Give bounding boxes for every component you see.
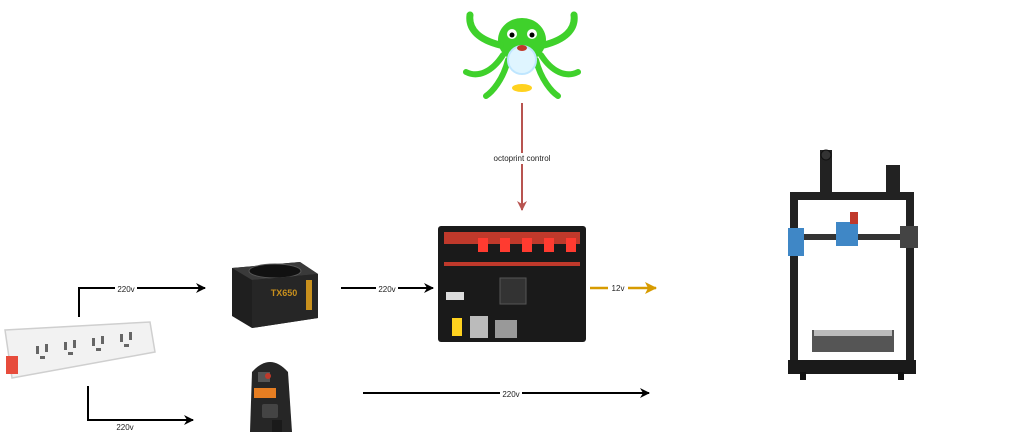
surge-protector-icon [250, 362, 292, 432]
psu-input-220v-label: 220v [117, 285, 134, 294]
ups-input-220v-label: 220v [116, 423, 133, 432]
psu-brand-label: TX650 [271, 288, 298, 298]
12v-label: 12v [612, 284, 625, 293]
ups-output-220v-label: 220v [502, 390, 519, 399]
3d-printer-icon [788, 149, 918, 380]
octoprint-control-label: octoprint control [494, 154, 551, 163]
psu-output-220v-label: 220v [378, 285, 395, 294]
power-strip-icon [4, 321, 156, 379]
controller-board-icon [438, 226, 586, 342]
octoprint-logo-icon [463, 11, 581, 99]
power-supply-icon: TX650 [232, 262, 318, 328]
